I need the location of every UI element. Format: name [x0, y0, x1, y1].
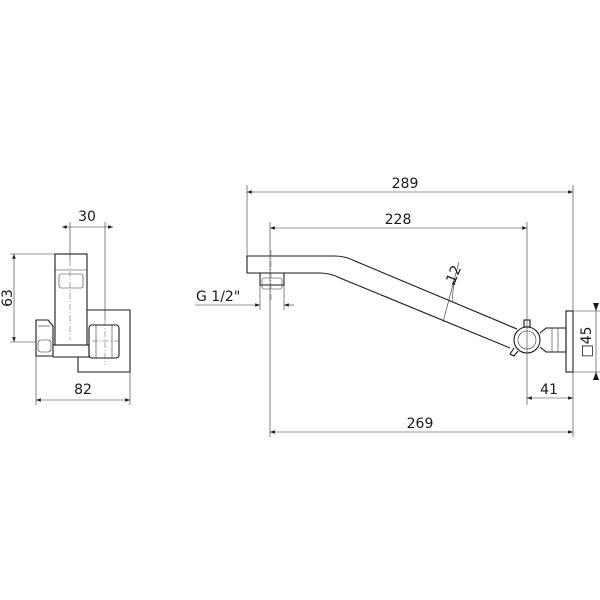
dimension-45: □45	[573, 303, 600, 380]
dimension-label: 41	[540, 382, 558, 398]
dimension-269: 269	[270, 416, 573, 434]
dimension-289: 289	[246, 176, 574, 437]
side-view-outline	[35, 253, 131, 373]
dimension-label: G 1/2"	[196, 289, 240, 305]
dimension-30: 30	[62, 209, 113, 320]
front-view: 289 228 G 1/2" 12 269	[195, 176, 600, 437]
dimension-label: 269	[407, 416, 434, 432]
dimension-thread: G 1/2"	[195, 285, 294, 310]
dimension-label: 82	[74, 382, 92, 398]
dimension-label: 289	[392, 176, 419, 192]
dimension-41: 41	[527, 382, 573, 400]
dimension-label: 12	[444, 263, 466, 286]
shower-arm-outline	[246, 250, 574, 373]
dimension-label: 228	[385, 212, 412, 228]
dimension-63: 63	[0, 253, 55, 343]
dimension-label: 63	[0, 289, 16, 307]
dimension-82: 82	[35, 356, 131, 405]
dimension-label: 30	[78, 209, 96, 225]
dimension-228: 228	[269, 212, 528, 437]
side-view: 30 63 82	[0, 209, 131, 405]
dimension-12: 12	[442, 261, 466, 323]
dimension-label: □45	[579, 326, 595, 357]
